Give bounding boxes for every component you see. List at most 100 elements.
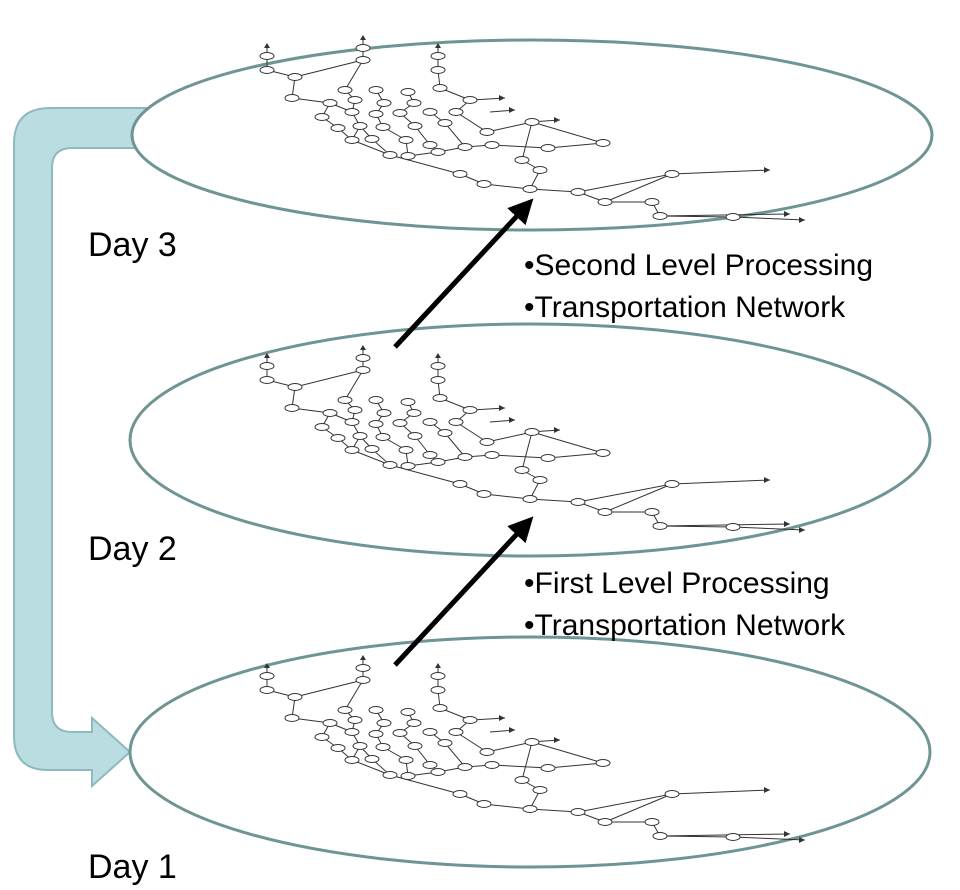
network-node bbox=[597, 198, 613, 206]
network-node bbox=[532, 476, 548, 484]
network-edge bbox=[486, 121, 533, 133]
network-node bbox=[725, 523, 741, 531]
processing-step-lower-line-1: •First Level Processing bbox=[524, 567, 830, 600]
network-node bbox=[479, 748, 495, 756]
network-arrowhead bbox=[435, 353, 441, 358]
network-node bbox=[352, 432, 368, 440]
network-node bbox=[484, 451, 500, 459]
network-node bbox=[344, 108, 360, 116]
network-node bbox=[430, 52, 446, 60]
network-edge bbox=[491, 144, 549, 149]
network-node bbox=[664, 170, 680, 178]
network-node bbox=[452, 790, 468, 798]
network-edge bbox=[455, 731, 488, 753]
network-edge bbox=[344, 59, 364, 91]
network-node bbox=[344, 418, 360, 426]
network-node bbox=[652, 212, 668, 220]
network-node bbox=[398, 756, 414, 764]
network-arrowhead bbox=[554, 427, 560, 433]
network-node bbox=[597, 508, 613, 516]
network-edge bbox=[577, 483, 673, 503]
network-edge bbox=[531, 121, 604, 144]
network-node bbox=[330, 124, 346, 132]
network-edge-out bbox=[671, 169, 771, 175]
network-arrowhead bbox=[499, 405, 505, 411]
network-node bbox=[664, 790, 680, 798]
network-edge bbox=[344, 679, 364, 711]
network-node bbox=[347, 96, 363, 104]
network-node bbox=[422, 451, 438, 459]
network-edge bbox=[483, 493, 531, 500]
network-node bbox=[400, 772, 416, 780]
network-arrowhead bbox=[360, 345, 366, 350]
network-node bbox=[347, 406, 363, 414]
network-node bbox=[330, 434, 346, 442]
network-node bbox=[259, 52, 275, 60]
network-node bbox=[432, 84, 448, 92]
processing-step-lower: •First Level Processing •Transportation … bbox=[524, 563, 845, 647]
network-edge bbox=[577, 793, 673, 813]
network-node bbox=[382, 151, 398, 159]
network-node bbox=[437, 739, 453, 747]
network-node bbox=[457, 763, 473, 771]
network-edge-out bbox=[732, 216, 806, 221]
network-node bbox=[448, 418, 464, 426]
network-arrowhead bbox=[499, 715, 505, 721]
day-label-2: Day 2 bbox=[88, 530, 177, 568]
network-node bbox=[725, 213, 741, 221]
network-node bbox=[368, 420, 384, 428]
feedback-loop-arrow bbox=[13, 107, 173, 789]
network-graph-day-2 bbox=[259, 345, 806, 533]
network-edge bbox=[547, 452, 604, 459]
network-edge bbox=[547, 142, 604, 149]
network-node bbox=[284, 714, 300, 722]
network-edge bbox=[351, 449, 391, 466]
network-node bbox=[452, 170, 468, 178]
network-edge bbox=[344, 369, 364, 401]
processing-step-lower-line-2: •Transportation Network bbox=[524, 609, 846, 642]
network-node bbox=[314, 113, 330, 121]
network-node bbox=[725, 833, 741, 841]
network-node bbox=[368, 730, 384, 738]
network-node bbox=[375, 743, 391, 751]
network-node bbox=[284, 94, 300, 102]
network-node bbox=[514, 466, 530, 474]
network-node bbox=[406, 719, 422, 727]
layer-ellipse-day-1 bbox=[128, 635, 932, 869]
network-node bbox=[400, 398, 416, 406]
network-arrowhead bbox=[784, 521, 790, 527]
network-node bbox=[407, 742, 423, 750]
network-node bbox=[364, 135, 380, 143]
network-edge-out bbox=[671, 479, 771, 485]
network-node bbox=[479, 128, 495, 136]
network-arrowhead bbox=[264, 353, 270, 358]
network-node bbox=[448, 108, 464, 116]
network-node bbox=[337, 396, 353, 404]
network-edge bbox=[531, 741, 604, 764]
network-edge bbox=[455, 421, 488, 443]
network-arrowhead bbox=[784, 211, 790, 217]
network-node bbox=[400, 708, 416, 716]
network-node bbox=[322, 409, 338, 417]
network-node bbox=[375, 123, 391, 131]
network-arrowhead bbox=[509, 727, 515, 733]
processing-step-upper-line-1: •Second Level Processing bbox=[524, 249, 874, 282]
network-node bbox=[382, 461, 398, 469]
network-node bbox=[462, 96, 478, 104]
network-node bbox=[532, 786, 548, 794]
network-node bbox=[355, 354, 371, 362]
layer-ellipse-day-3 bbox=[130, 38, 934, 232]
network-node bbox=[364, 755, 380, 763]
network-node bbox=[355, 56, 371, 64]
network-edge bbox=[521, 741, 533, 781]
network-arrowhead bbox=[554, 737, 560, 743]
network-node bbox=[284, 404, 300, 412]
processing-step-upper-line-2: •Transportation Network bbox=[524, 291, 846, 324]
network-node bbox=[352, 742, 368, 750]
network-edge bbox=[294, 679, 364, 698]
network-node bbox=[330, 744, 346, 752]
network-node bbox=[422, 761, 438, 769]
network-edge bbox=[529, 808, 579, 813]
network-arrowhead bbox=[799, 217, 805, 223]
